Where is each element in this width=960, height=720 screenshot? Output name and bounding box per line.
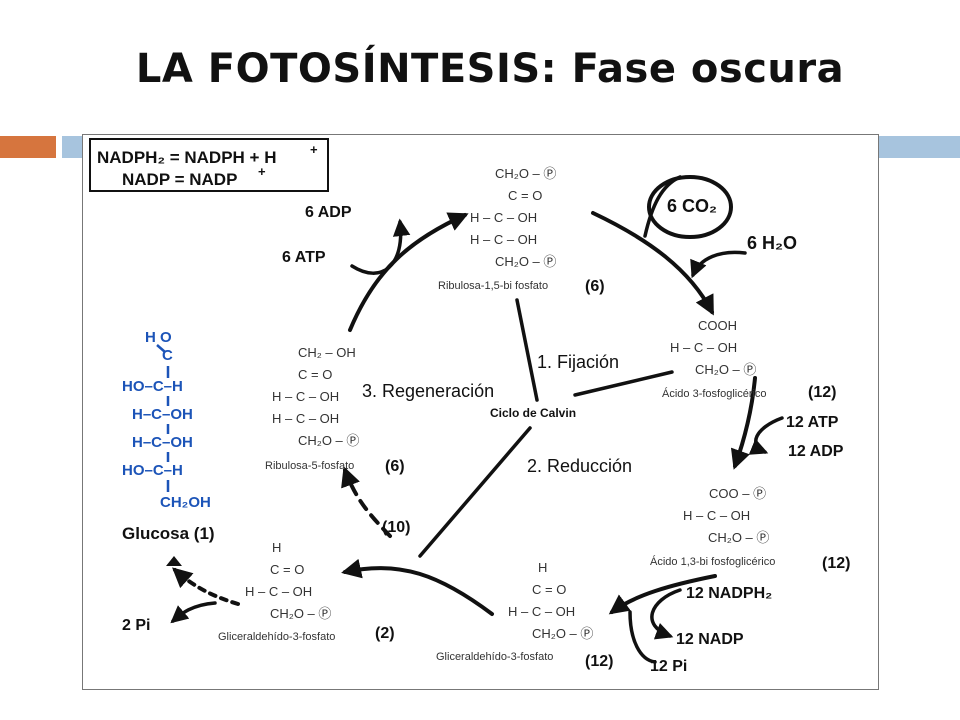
svg-text:CH₂O – Ⓟ: CH₂O – Ⓟ bbox=[708, 530, 769, 545]
svg-text:H – C – OH: H – C – OH bbox=[245, 584, 312, 599]
spoke-regeneracion bbox=[418, 426, 532, 558]
spoke-fijacion bbox=[515, 298, 539, 402]
svg-text:CH₂O – Ⓟ: CH₂O – Ⓟ bbox=[495, 254, 556, 269]
dashed-arrow-to-ribulosa5 bbox=[341, 466, 392, 538]
svg-text:C = O: C = O bbox=[270, 562, 304, 577]
legend-line1: NADPH₂ = NADPH + H bbox=[97, 148, 276, 167]
svg-text:H – C – OH: H – C – OH bbox=[470, 210, 537, 225]
svg-text:CH₂O – Ⓟ: CH₂O – Ⓟ bbox=[695, 362, 756, 377]
gliceraldehido-12: H C = O H – C – OH CH₂O – Ⓟ Gliceraldehí… bbox=[436, 560, 613, 670]
svg-text:H–C–OH: H–C–OH bbox=[132, 434, 193, 451]
nadph-curl-12 bbox=[650, 588, 682, 640]
atp12-label: 12 ATP bbox=[786, 414, 839, 431]
spoke-reduccion bbox=[573, 370, 674, 397]
svg-text:CH₂ – OH: CH₂ – OH bbox=[298, 345, 356, 360]
svg-text:H–C–OH: H–C–OH bbox=[132, 406, 193, 423]
nadp12-label: 12 NADP bbox=[676, 631, 744, 648]
svg-text:H – C – OH: H – C – OH bbox=[683, 508, 750, 523]
svg-text:H – C – OH: H – C – OH bbox=[272, 389, 339, 404]
svg-text:CH₂O – Ⓟ: CH₂O – Ⓟ bbox=[495, 166, 556, 181]
svg-text:H – C – OH: H – C – OH bbox=[508, 604, 575, 619]
svg-text:(6): (6) bbox=[385, 458, 405, 475]
pi2-label: 2 Pi bbox=[122, 617, 150, 634]
atp-adp-curl-12 bbox=[748, 416, 784, 455]
dashed-arrow-to-glucosa bbox=[172, 567, 240, 606]
svg-text:CH₂O – Ⓟ: CH₂O – Ⓟ bbox=[532, 626, 593, 641]
glucosa-arrowhead bbox=[166, 556, 182, 566]
svg-text:H – C – OH: H – C – OH bbox=[470, 232, 537, 247]
svg-text:H O: H O bbox=[145, 329, 172, 346]
arrow-acido13-to-gli12 bbox=[608, 574, 717, 615]
svg-text:HO–C–H: HO–C–H bbox=[122, 462, 183, 479]
accent-bar-orange bbox=[0, 136, 56, 158]
svg-text:Ribulosa-5-fosfato: Ribulosa-5-fosfato bbox=[265, 460, 354, 472]
svg-text:H – C – OH: H – C – OH bbox=[272, 411, 339, 426]
acido-3-fosfoglicerico: COOH H – C – OH CH₂O – Ⓟ Ácido 3-fosfogl… bbox=[662, 318, 836, 401]
h2o-inflow bbox=[690, 250, 747, 279]
svg-text:(12): (12) bbox=[822, 555, 850, 572]
co2-label: 6 CO₂ bbox=[667, 196, 717, 216]
svg-text:Gliceraldehído-3-fosfato: Gliceraldehído-3-fosfato bbox=[218, 631, 335, 643]
svg-text:Ácido 3-fosfoglicérico: Ácido 3-fosfoglicérico bbox=[662, 387, 767, 400]
svg-text:Ácido 1,3-bi fosfoglicérico: Ácido 1,3-bi fosfoglicérico bbox=[650, 555, 775, 568]
ribulosa-5-fosfato: CH₂ – OH C = O H – C – OH H – C – OH CH₂… bbox=[265, 345, 405, 475]
svg-text:(12): (12) bbox=[808, 384, 836, 401]
svg-text:CH₂O – Ⓟ: CH₂O – Ⓟ bbox=[270, 606, 331, 621]
reduccion-label: 2. Reducción bbox=[527, 456, 632, 476]
svg-text:H: H bbox=[538, 560, 547, 575]
acido-13-bifosfoglicerico: COO – Ⓟ H – C – OH CH₂O – Ⓟ Ácido 1,3-bi… bbox=[650, 486, 850, 572]
svg-text:Gliceraldehído-3-fosfato: Gliceraldehído-3-fosfato bbox=[436, 651, 553, 663]
svg-text:C = O: C = O bbox=[532, 582, 566, 597]
nadph12-label: 12 NADPH₂ bbox=[686, 585, 772, 602]
ten-label: (10) bbox=[382, 519, 410, 536]
arrow-acido3-to-acido13 bbox=[730, 376, 757, 470]
svg-text:C: C bbox=[162, 347, 173, 364]
glucosa-label: Glucosa (1) bbox=[122, 524, 215, 543]
atp-adp-curl-6 bbox=[350, 218, 411, 275]
legend-line1-sup: + bbox=[310, 142, 318, 157]
ribulosa-bifosfato: CH₂O – Ⓟ C = O H – C – OH H – C – OH CH₂… bbox=[438, 166, 605, 295]
svg-text:C = O: C = O bbox=[508, 188, 542, 203]
svg-text:(6): (6) bbox=[585, 278, 605, 295]
svg-text:COOH: COOH bbox=[698, 318, 737, 333]
fijacion-label: 1. Fijación bbox=[537, 352, 619, 372]
svg-text:C = O: C = O bbox=[298, 367, 332, 382]
arrow-gli12-to-gli2 bbox=[341, 558, 494, 616]
svg-text:H: H bbox=[272, 540, 281, 555]
svg-text:COO – Ⓟ: COO – Ⓟ bbox=[709, 486, 766, 501]
arrow-rib-to-acido3 bbox=[591, 211, 714, 316]
ciclo-de-calvin-label: Ciclo de Calvin bbox=[490, 406, 576, 420]
pi12-label: 12 Pi bbox=[650, 658, 687, 675]
legend-line2-sup: + bbox=[258, 164, 266, 179]
h2o-label: 6 H₂O bbox=[747, 233, 797, 253]
svg-text:CH₂O – Ⓟ: CH₂O – Ⓟ bbox=[298, 433, 359, 448]
pi-curl-2 bbox=[170, 601, 217, 624]
svg-text:Ribulosa-1,5-bi fosfato: Ribulosa-1,5-bi fosfato bbox=[438, 280, 548, 292]
pi-curl-12 bbox=[628, 610, 657, 664]
svg-text:H – C – OH: H – C – OH bbox=[670, 340, 737, 355]
co2-circle bbox=[647, 175, 733, 239]
legend-line2: NADP = NADP bbox=[122, 170, 237, 189]
glucosa-structure: H O C HO–C–H H–C–OH H–C–OH HO–C–H CH₂OH … bbox=[122, 329, 215, 543]
adp6-label: 6 ADP bbox=[305, 204, 352, 221]
page-title: LA FOTOSÍNTESIS: Fase oscura bbox=[135, 46, 845, 92]
svg-text:(12): (12) bbox=[585, 653, 613, 670]
svg-text:CH₂OH: CH₂OH bbox=[160, 494, 211, 511]
regeneracion-label: 3. Regeneración bbox=[362, 381, 494, 401]
svg-text:(2): (2) bbox=[375, 625, 395, 642]
atp6-label: 6 ATP bbox=[282, 249, 326, 266]
adp12-label: 12 ADP bbox=[788, 443, 844, 460]
legend-box: NADPH₂ = NADPH + H + NADP = NADP + bbox=[89, 138, 329, 192]
gliceraldehido-2: H C = O H – C – OH CH₂O – Ⓟ Gliceraldehí… bbox=[218, 540, 395, 643]
svg-text:HO–C–H: HO–C–H bbox=[122, 378, 183, 395]
